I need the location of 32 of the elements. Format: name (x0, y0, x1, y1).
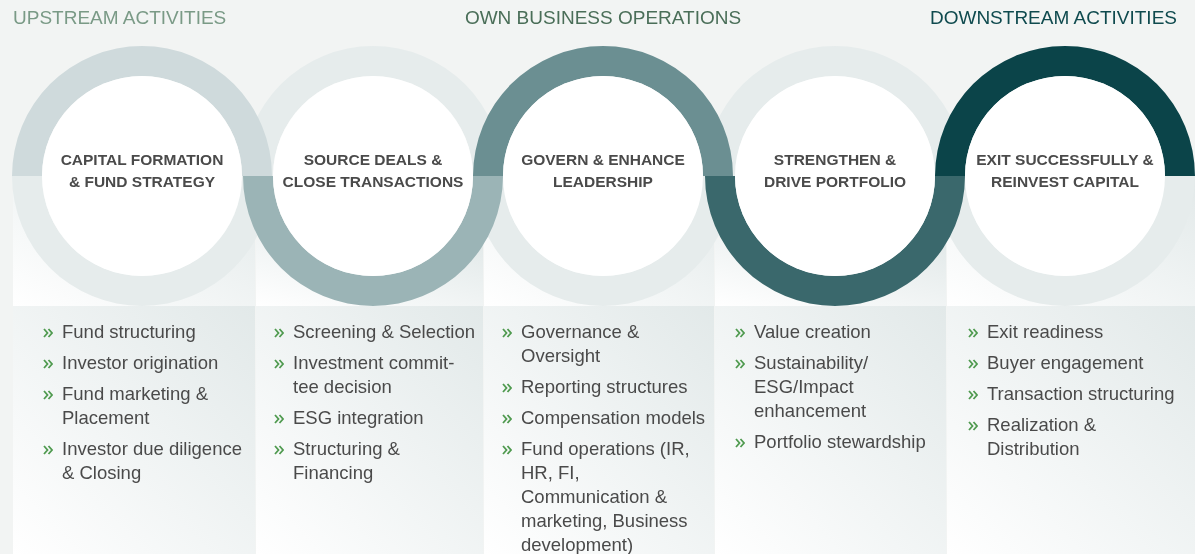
list-item: Reporting structures (521, 375, 688, 399)
list-item: Sustainability/ ESG/Impact enhancement (754, 351, 870, 423)
section-heading: DOWNSTREAM ACTIVITIES (929, 6, 1177, 30)
stage-title: CAPITAL FORMATION & FUND STRATEGY (59, 150, 225, 192)
list-item: Investor due diligence & Closing (62, 437, 243, 485)
column-panel (484, 306, 714, 554)
list-item: ESG integration (293, 406, 424, 430)
stage-title: SOURCE DEALS & CLOSE TRANSACTIONS (281, 150, 465, 192)
list-item: Screening & Selection (293, 320, 476, 344)
list-item: Structuring & Financing (293, 437, 401, 485)
list-item: Compensation models (521, 406, 706, 430)
list-item: Transaction structuring (987, 382, 1175, 406)
list-item: Investor origination (62, 351, 219, 375)
section-heading: UPSTREAM ACTIVITIES (13, 6, 227, 30)
list-item: Fund marketing & Placement (62, 382, 209, 430)
list-item: Exit readiness (987, 320, 1104, 344)
list-item: Investment commit-tee decision (293, 351, 456, 399)
section-heading: OWN BUSINESS OPERATIONS (463, 6, 743, 30)
list-item: Fund structuring (62, 320, 196, 344)
stage-title: STRENGTHEN & DRIVE PORTFOLIO (762, 150, 908, 192)
list-item: Portfolio stewardship (754, 430, 926, 454)
column-panel (13, 306, 255, 554)
list-item: Governance & Oversight (521, 320, 641, 368)
column-panel (715, 306, 946, 554)
stage-title: EXIT SUCCESSFULLY & REINVEST CAPITAL (975, 150, 1155, 192)
list-item: Buyer engagement (987, 351, 1144, 375)
column-panel (256, 306, 483, 554)
list-item: Value creation (754, 320, 871, 344)
list-item: Fund operations (IR, HR, FI, Communication & marketing, Business development) (521, 437, 691, 554)
list-item: Realization & Distribution (987, 413, 1097, 461)
column-panel (947, 306, 1195, 554)
stage-title: GOVERN & ENHANCE LEADERSHIP (520, 150, 686, 192)
